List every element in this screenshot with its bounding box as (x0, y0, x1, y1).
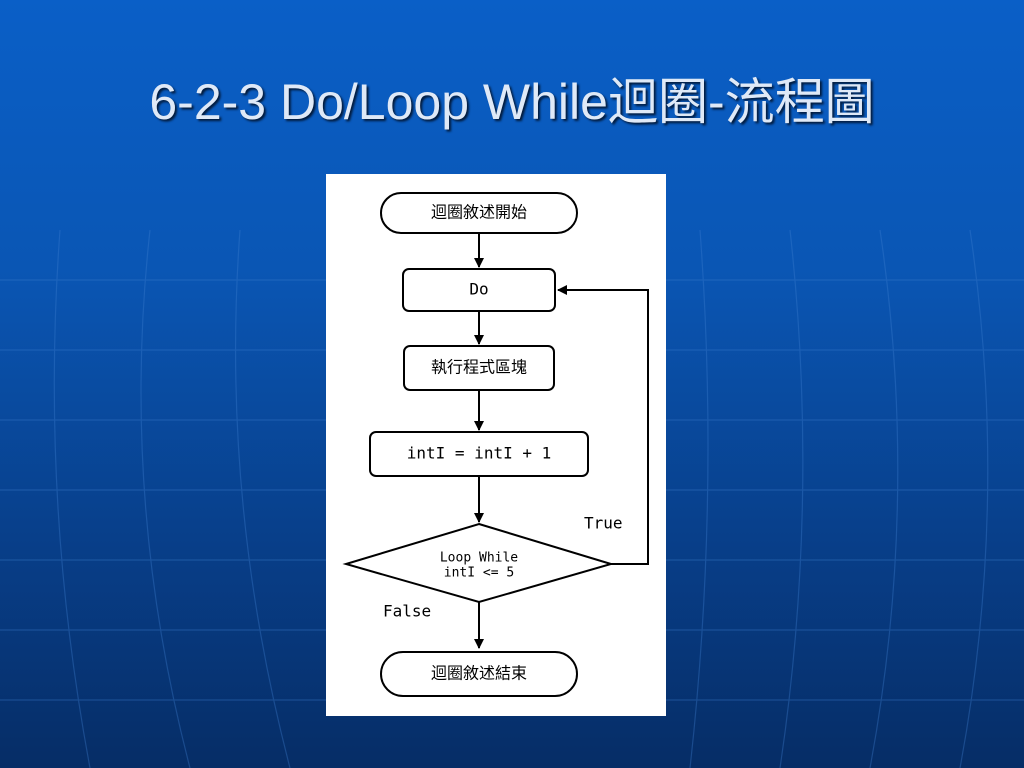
condition-line1: Loop While (440, 551, 518, 566)
end-label: 迴圈敘述結束 (431, 664, 527, 683)
slide-title: 6-2-3 Do/Loop While迴圈-流程圖 (149, 74, 875, 130)
flowchart: 迴圈敘述開始 Do 執行程式區塊 intI = intI + 1 Loop Wh… (342, 192, 649, 697)
false-label: False (383, 602, 431, 621)
do-label: Do (469, 280, 488, 299)
arrow-true-loop (557, 285, 649, 565)
end-node (380, 651, 578, 697)
flowchart-panel: 迴圈敘述開始 Do 執行程式區塊 intI = intI + 1 Loop Wh… (326, 174, 666, 716)
block-label: 執行程式區塊 (431, 358, 527, 377)
true-label: True (584, 514, 623, 533)
start-label: 迴圈敘述開始 (431, 203, 527, 222)
increment-label: intI = intI + 1 (407, 444, 552, 463)
condition-line2: intI <= 5 (444, 566, 514, 581)
